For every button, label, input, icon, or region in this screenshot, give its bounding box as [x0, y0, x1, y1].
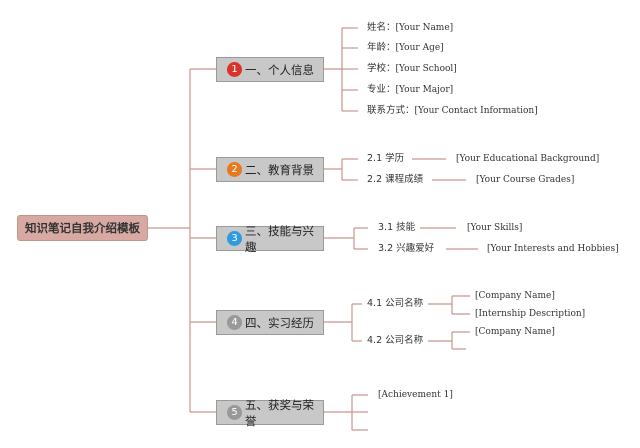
skills-skill-label[interactable]: 3.1 技能 — [378, 222, 416, 233]
section-label: 四、实习经历 — [245, 315, 314, 330]
item-value: [Your Name] — [395, 23, 454, 33]
internship-company-1-description[interactable]: [Internship Description] — [475, 309, 586, 319]
skills-hobby-label[interactable]: 3.2 兴趣爱好 — [378, 243, 435, 254]
section-number-badge: 3 — [227, 231, 242, 246]
section-node-awards[interactable]: 5 五、获奖与荣誉 — [216, 398, 324, 428]
item-value: [Your School] — [395, 64, 457, 74]
item-value: [Your Contact Information] — [414, 106, 538, 116]
education-degree-value[interactable]: [Your Educational Background] — [456, 154, 600, 164]
root-label: 知识笔记自我介绍模板 — [25, 221, 140, 235]
internship-company-2-label[interactable]: 4.2 公司名称 — [367, 335, 424, 346]
item-label: 年龄： — [367, 42, 396, 53]
section-number-badge: 2 — [227, 162, 242, 177]
section-number-badge: 5 — [227, 405, 242, 420]
skills-hobby-value[interactable]: [Your Interests and Hobbies] — [487, 244, 619, 254]
item-label: 专业： — [367, 84, 396, 95]
item-value: [Your Age] — [395, 43, 444, 53]
education-grades-label[interactable]: 2.2 课程成绩 — [367, 174, 424, 185]
personal-contact-item[interactable]: 联系方式：[Your Contact Information] — [367, 105, 538, 117]
section-node-internship[interactable]: 4 四、实习经历 — [216, 310, 324, 335]
internship-company-1-label[interactable]: 4.1 公司名称 — [367, 298, 424, 309]
root-node[interactable]: 知识笔记自我介绍模板 — [17, 215, 148, 241]
education-degree-label[interactable]: 2.1 学历 — [367, 153, 405, 164]
awards-achievement-1[interactable]: [Achievement 1] — [378, 390, 453, 400]
section-label: 二、教育背景 — [245, 162, 314, 177]
section-label: 五、获奖与荣誉 — [245, 397, 314, 428]
section-number-badge: 4 — [227, 315, 242, 330]
personal-age-item[interactable]: 年龄：[Your Age] — [367, 42, 444, 54]
education-grades-value[interactable]: [Your Course Grades] — [476, 175, 575, 185]
internship-company-1-name[interactable]: [Company Name] — [475, 291, 555, 301]
item-label: 联系方式： — [367, 105, 415, 116]
section-node-personal[interactable]: 1 一、个人信息 — [216, 57, 324, 82]
skills-skill-value[interactable]: [Your Skills] — [467, 223, 523, 233]
section-node-education[interactable]: 2 二、教育背景 — [216, 157, 324, 182]
personal-major-item[interactable]: 专业：[Your Major] — [367, 84, 453, 96]
section-label: 一、个人信息 — [245, 62, 314, 77]
item-label: 学校： — [367, 63, 396, 74]
section-label: 三、技能与兴趣 — [245, 223, 314, 254]
internship-company-2-name[interactable]: [Company Name] — [475, 327, 555, 337]
section-node-skills[interactable]: 3 三、技能与兴趣 — [216, 224, 324, 254]
item-label: 姓名： — [367, 22, 396, 33]
personal-name-item[interactable]: 姓名：[Your Name] — [367, 22, 453, 34]
section-number-badge: 1 — [227, 62, 242, 77]
item-value: [Your Major] — [395, 85, 454, 95]
personal-school-item[interactable]: 学校：[Your School] — [367, 63, 457, 75]
